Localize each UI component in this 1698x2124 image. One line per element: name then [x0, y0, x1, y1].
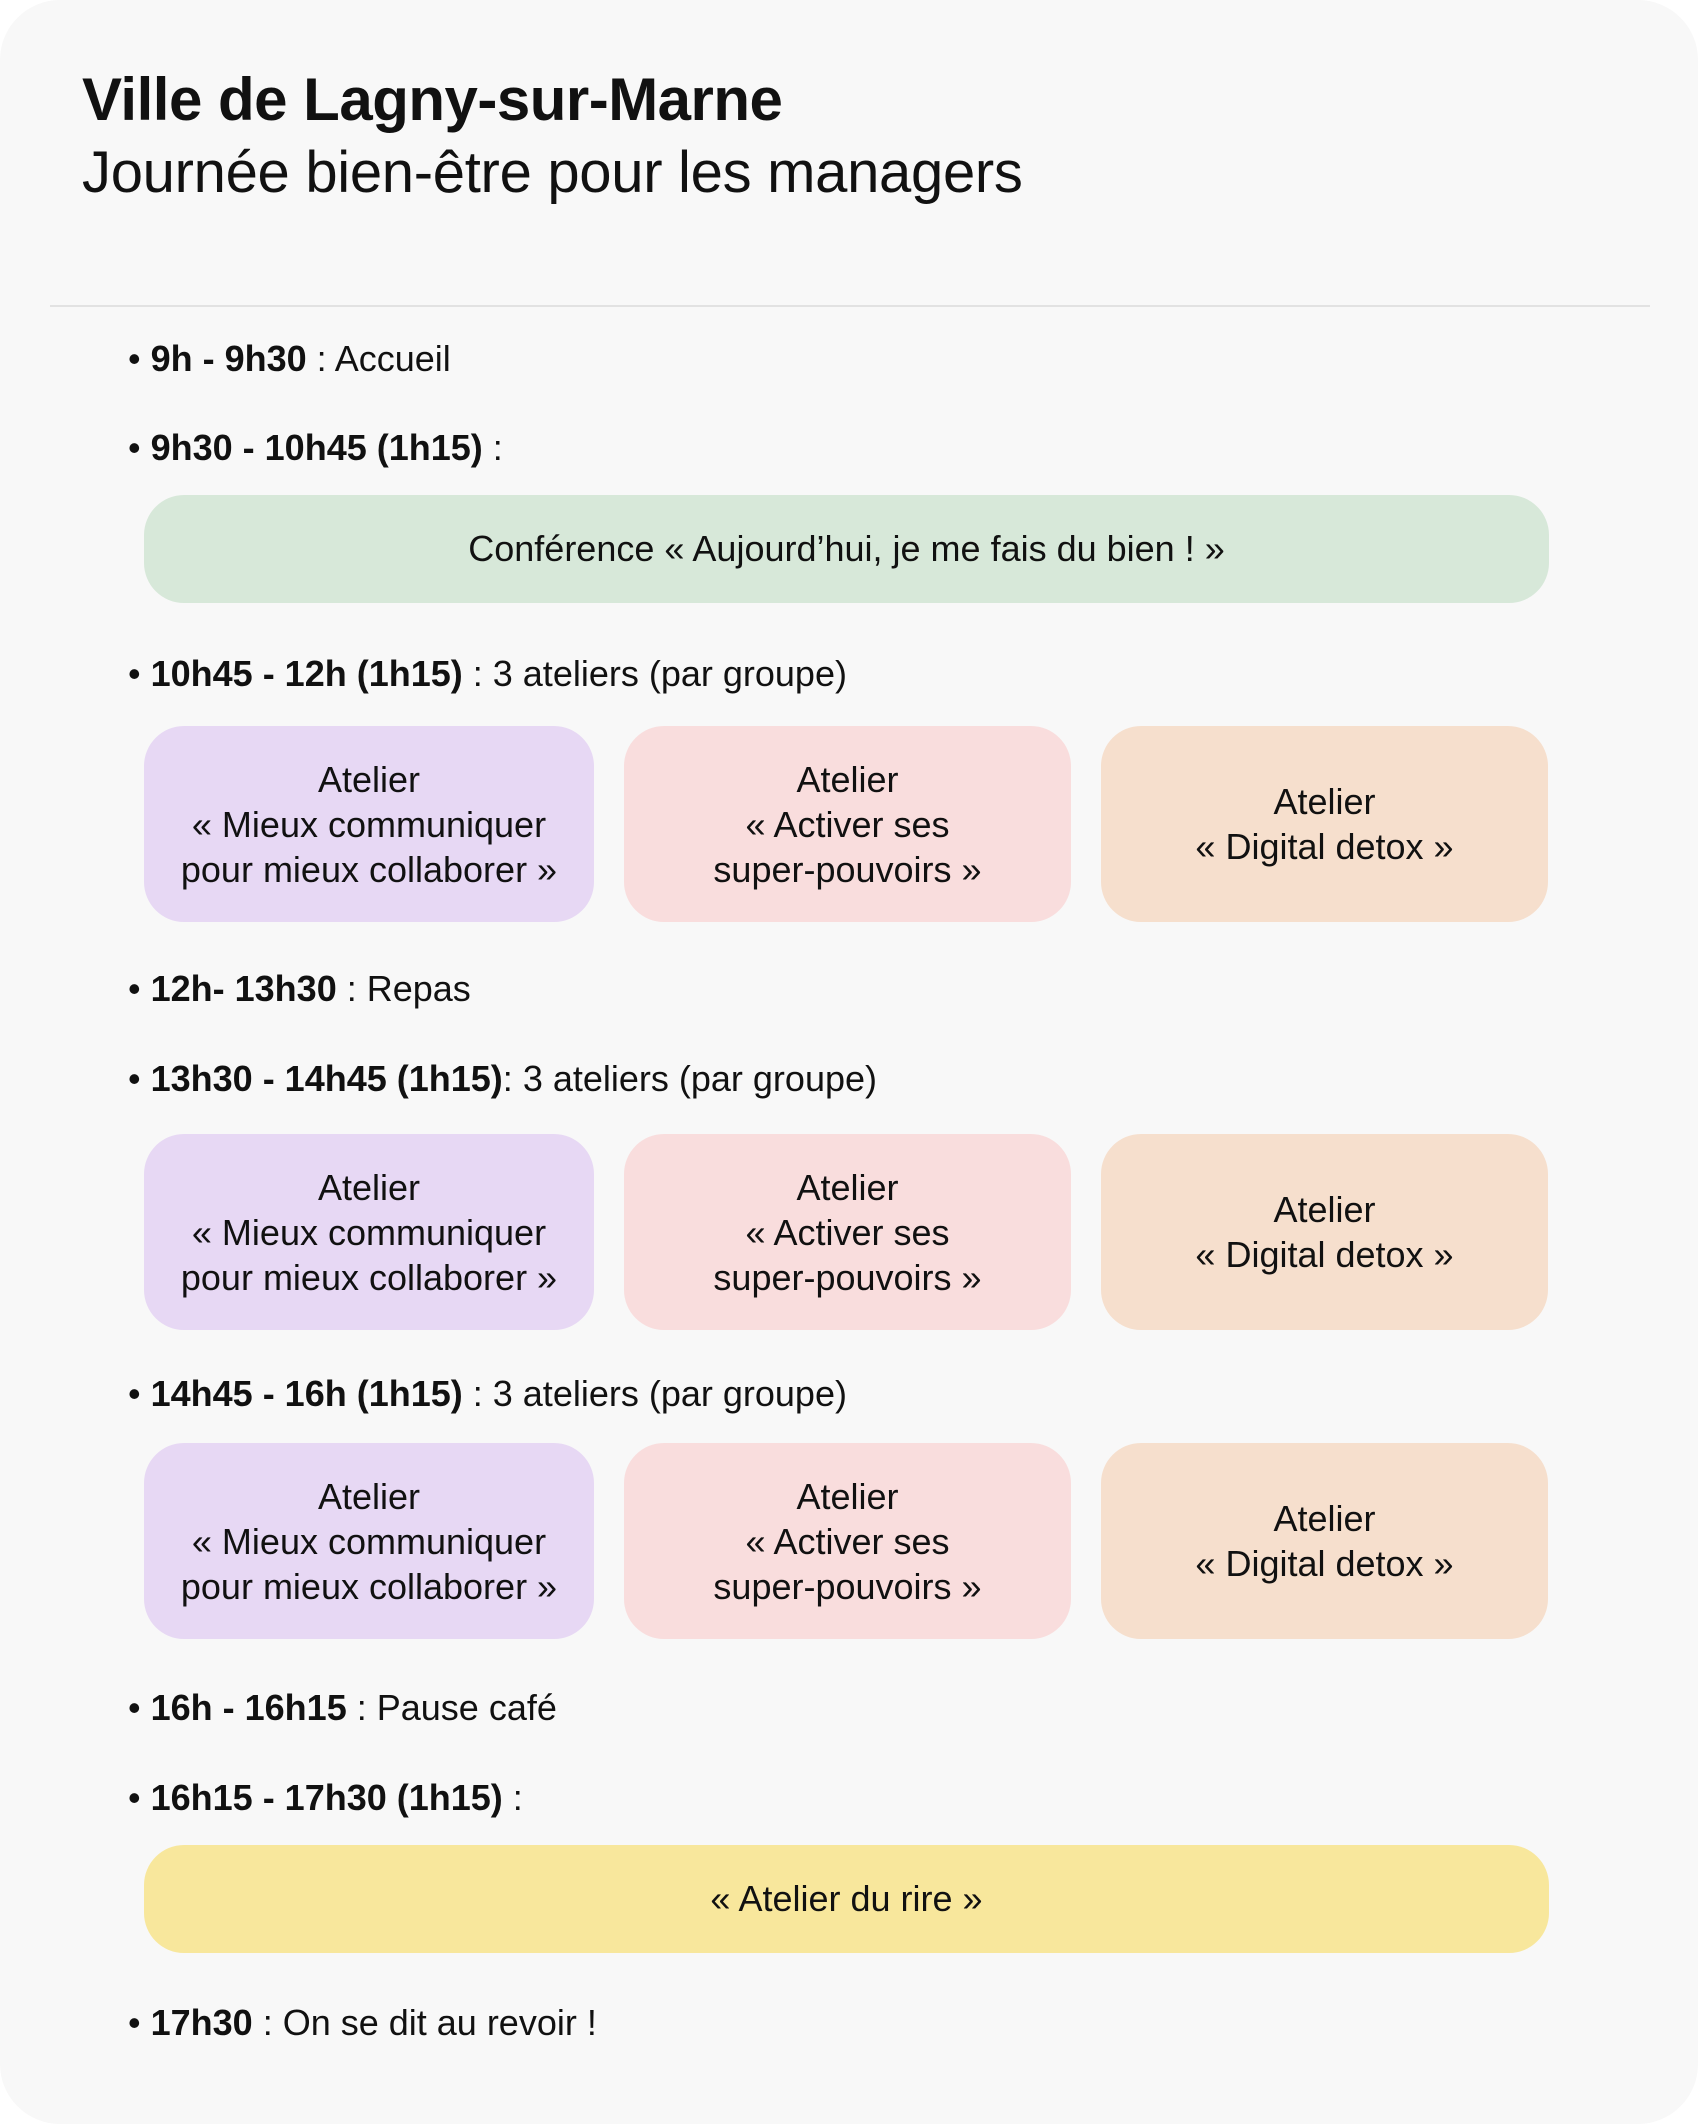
schedule-item-repas: •12h- 13h30 : Repas [128, 967, 471, 1011]
schedule-label: Pause café [376, 1687, 557, 1728]
atelier-detox-box: Atelier « Digital detox » [1101, 1443, 1548, 1639]
schedule-label: 3 ateliers (par groupe) [492, 1373, 847, 1414]
atelier-rire-pill: « Atelier du rire » [144, 1845, 1549, 1953]
schedule-separator: : [462, 1373, 493, 1414]
schedule-time: 12h- 13h30 [150, 968, 337, 1009]
atelier-line: Atelier [796, 758, 899, 800]
schedule-time: 17h30 [150, 2002, 253, 2043]
bullet: • [128, 1058, 141, 1099]
schedule-item-ateliers-1: •10h45 - 12h (1h15) : 3 ateliers (par gr… [128, 652, 847, 696]
schedule-time: 9h - 9h30 [150, 338, 307, 379]
schedule-time: 10h45 - 12h (1h15) [150, 653, 463, 694]
bullet: • [128, 968, 141, 1009]
header-divider [50, 305, 1650, 307]
schedule-separator: : [462, 653, 493, 694]
schedule-separator: : [346, 1687, 377, 1728]
bullet: • [128, 1777, 141, 1818]
schedule-separator: : [482, 427, 503, 468]
atelier-communiquer-box: Atelier « Mieux communiquer pour mieux c… [144, 726, 594, 922]
schedule-item-ateliers-3: •14h45 - 16h (1h15) : 3 ateliers (par gr… [128, 1372, 847, 1416]
atelier-line: Atelier [1273, 781, 1376, 822]
atelier-line: Atelier [1273, 1189, 1376, 1230]
bullet: • [128, 1373, 141, 1414]
schedule-separator: : [306, 338, 335, 379]
schedule-separator: : [336, 968, 367, 1009]
atelier-pouvoirs-box: Atelier « Activer ses super-pouvoirs » [624, 1443, 1071, 1639]
atelier-communiquer-box: Atelier « Mieux communiquer pour mieux c… [144, 1134, 594, 1330]
atelier-line: « Activer ses [745, 1520, 950, 1562]
atelier-line: « Activer ses [745, 1211, 950, 1253]
bullet: • [128, 1687, 141, 1728]
atelier-pouvoirs-box: Atelier « Activer ses super-pouvoirs » [624, 1134, 1071, 1330]
atelier-pouvoirs-box: Atelier « Activer ses super-pouvoirs » [624, 726, 1071, 922]
atelier-line: Atelier [317, 1166, 421, 1208]
atelier-line: pour mieux collaborer » [180, 848, 558, 890]
schedule-separator: : [502, 1777, 523, 1818]
atelier-line: « Mieux communiquer [191, 1520, 547, 1562]
schedule-time: 13h30 - 14h45 (1h15) [150, 1058, 503, 1099]
schedule-item-revoir: •17h30 : On se dit au revoir ! [128, 2001, 597, 2045]
schedule-label: 3 ateliers (par groupe) [492, 653, 847, 694]
atelier-line: « Digital detox » [1195, 1543, 1454, 1584]
schedule-item-pause: •16h - 16h15 : Pause café [128, 1686, 557, 1730]
schedule-time: 16h15 - 17h30 (1h15) [150, 1777, 503, 1818]
atelier-line: « Mieux communiquer [191, 803, 547, 845]
atelier-line: pour mieux collaborer » [180, 1565, 558, 1607]
schedule-item-accueil: •9h - 9h30 : Accueil [128, 337, 451, 381]
atelier-line: « Digital detox » [1195, 1234, 1454, 1275]
page-subtitle: Journée bien-être pour les managers [82, 140, 1023, 205]
bullet: • [128, 338, 141, 379]
schedule-item-ateliers-2: •13h30 - 14h45 (1h15): 3 ateliers (par g… [128, 1057, 877, 1101]
schedule-label: Repas [366, 968, 471, 1009]
schedule-label: 3 ateliers (par groupe) [522, 1058, 877, 1099]
atelier-line: super-pouvoirs » [713, 848, 982, 890]
atelier-communiquer-box: Atelier « Mieux communiquer pour mieux c… [144, 1443, 594, 1639]
atelier-line: Atelier [796, 1475, 899, 1517]
atelier-line: Atelier [317, 758, 421, 800]
atelier-line: pour mieux collaborer » [180, 1256, 558, 1298]
atelier-line: « Mieux communiquer [191, 1211, 547, 1253]
atelier-detox-box: Atelier « Digital detox » [1101, 726, 1548, 922]
atelier-line: « Digital detox » [1195, 826, 1454, 867]
schedule-label: Accueil [334, 338, 451, 379]
conference-pill: Conférence « Aujourd’hui, je me fais du … [144, 495, 1549, 603]
schedule-separator: : [252, 2002, 283, 2043]
bullet: • [128, 427, 141, 468]
page-title: Ville de Lagny-sur-Marne [82, 66, 783, 133]
atelier-line: « Activer ses [745, 803, 950, 845]
bullet: • [128, 653, 141, 694]
schedule-time: 16h - 16h15 [150, 1687, 347, 1728]
schedule-label: On se dit au revoir ! [282, 2002, 597, 2043]
header: Ville de Lagny-sur-Marne Journée bien-êt… [82, 62, 1023, 208]
atelier-line: Atelier [317, 1475, 421, 1517]
schedule-separator: : [502, 1058, 523, 1099]
bullet: • [128, 2002, 141, 2043]
schedule-item-conference: •9h30 - 10h45 (1h15) : [128, 426, 503, 470]
atelier-line: Atelier [796, 1166, 899, 1208]
atelier-line: super-pouvoirs » [713, 1256, 982, 1298]
atelier-detox-box: Atelier « Digital detox » [1101, 1134, 1548, 1330]
atelier-line: Atelier [1273, 1498, 1376, 1539]
schedule-item-rire: •16h15 - 17h30 (1h15) : [128, 1776, 523, 1820]
schedule-time: 9h30 - 10h45 (1h15) [150, 427, 483, 468]
schedule-time: 14h45 - 16h (1h15) [150, 1373, 463, 1414]
atelier-line: super-pouvoirs » [713, 1565, 982, 1607]
